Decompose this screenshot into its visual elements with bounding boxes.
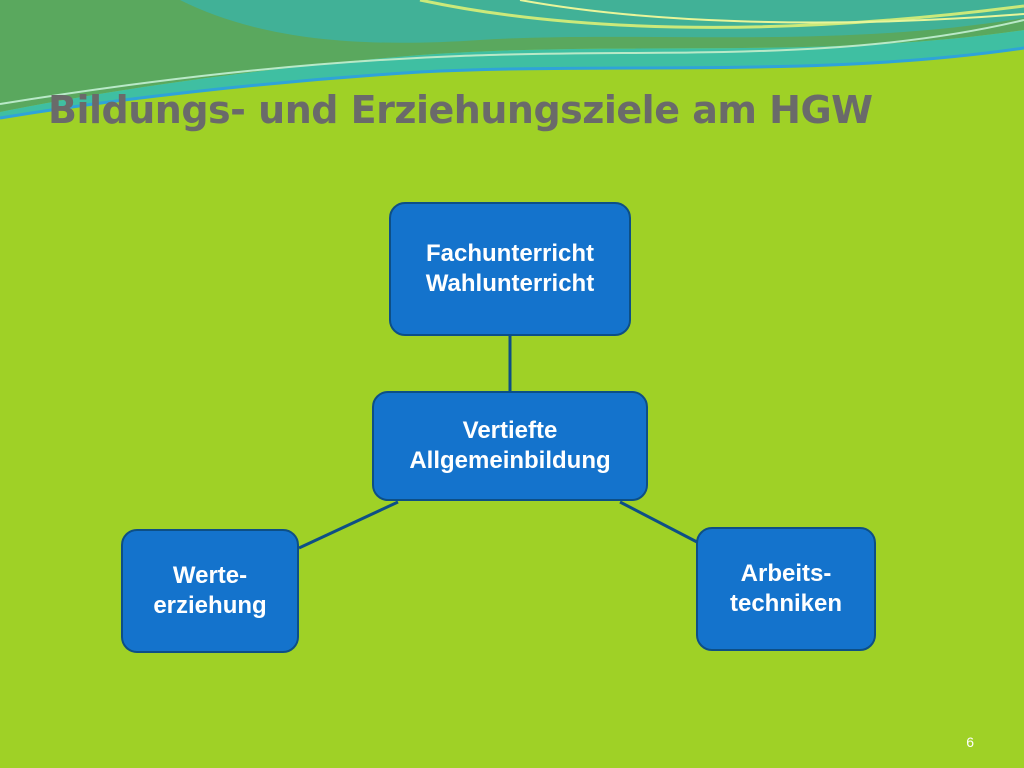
node-left-line1: Werte-	[172, 562, 248, 589]
node-arbeitstechniken: Arbeits- techniken	[696, 527, 876, 651]
wave-header-decoration	[0, 0, 1024, 120]
node-center-line2: Allgemeinbildung	[409, 447, 611, 474]
connector-center-right	[619, 500, 698, 544]
node-right-line2: techniken	[729, 590, 843, 617]
node-fachunterricht: Fachunterricht Wahlunterricht	[389, 202, 631, 336]
node-top-line1: Fachunterricht	[425, 240, 595, 267]
page-number: 6	[966, 734, 974, 750]
node-werteerziehung: Werte- erziehung	[121, 529, 299, 653]
slide-title: Bildungs- und Erziehungsziele am HGW	[48, 88, 873, 132]
node-top-line2: Wahlunterricht	[425, 270, 595, 297]
connector-center-left	[298, 500, 399, 550]
node-right-line1: Arbeits-	[740, 560, 832, 587]
node-center-line1: Vertiefte	[462, 417, 558, 444]
node-allgemeinbildung: Vertiefte Allgemeinbildung	[372, 391, 648, 501]
node-left-line2: erziehung	[153, 592, 267, 619]
